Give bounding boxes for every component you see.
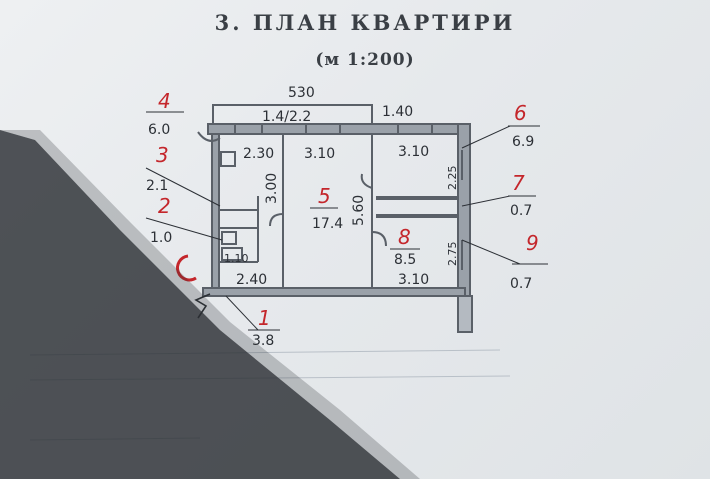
form-line [29, 349, 501, 356]
document-title: 3. ПЛАН КВАРТИРИ [214, 10, 516, 35]
dim-room6-width: 3.10 [398, 144, 429, 160]
dimension-labels: 530 1.40 1.4/2.2 2.30 3.10 3.10 3.00 5.6… [224, 85, 459, 288]
exterior-stair [457, 295, 473, 333]
door-swing [269, 213, 284, 227]
room-4-area: 6.0 [148, 122, 170, 138]
callout-line [461, 195, 511, 207]
entrance-arrow [194, 293, 211, 319]
room-2-area: 1.0 [150, 230, 172, 246]
form-line [29, 437, 201, 441]
room-5-area: 17.4 [312, 216, 343, 232]
room-6-area: 6.9 [512, 134, 534, 150]
dim-room5-width: 3.10 [304, 146, 335, 162]
room-9-area: 0.7 [510, 276, 532, 292]
entrance-circle-mark [176, 254, 197, 282]
room-3-number: 3 [156, 143, 169, 167]
dim-hall-top: 1.4/2.2 [262, 109, 311, 125]
room-5-number: 5 [318, 184, 331, 208]
west-wall [211, 133, 220, 295]
callout-line [461, 125, 511, 149]
form-line [29, 375, 511, 381]
dim-hall-height: 3.00 [264, 173, 280, 204]
dim-top-total: 530 [288, 85, 315, 101]
door-swing [371, 231, 387, 247]
dim-room5-depth: 5.60 [351, 195, 367, 226]
room-2-number: 2 [158, 194, 171, 218]
south-wall [202, 287, 466, 297]
dim-bottom-left: 2.40 [236, 272, 267, 288]
dim-room8-depth: 2.75 [446, 242, 459, 267]
dim-room8-width: 3.10 [398, 272, 429, 288]
room-4-number: 4 [158, 89, 171, 113]
dim-top-right: 1.40 [382, 104, 413, 120]
room-8-area: 8.5 [394, 252, 416, 268]
form-lines [29, 349, 511, 441]
room-1-number: 1 [258, 306, 271, 330]
room-7-number: 7 [512, 171, 525, 195]
callout-line [225, 295, 259, 331]
room-8-number: 8 [398, 225, 411, 249]
room-3-area: 2.1 [146, 178, 168, 194]
dim-bath-mark: 1.10 [224, 252, 249, 265]
callout-line [461, 239, 521, 265]
dim-hall-width: 2.30 [243, 146, 274, 162]
room-6-number: 6 [514, 101, 527, 125]
balcony-outline [212, 104, 373, 124]
door-swing [360, 173, 373, 189]
bathtub-fixture [221, 231, 237, 245]
room-1-area: 3.8 [252, 333, 274, 349]
room-7-area: 0.7 [510, 203, 532, 219]
scale-label: (м 1:200) [315, 50, 415, 70]
stove-fixture [220, 151, 236, 167]
room-9-number: 9 [526, 231, 539, 255]
dim-room6-depth: 2.25 [446, 166, 459, 191]
